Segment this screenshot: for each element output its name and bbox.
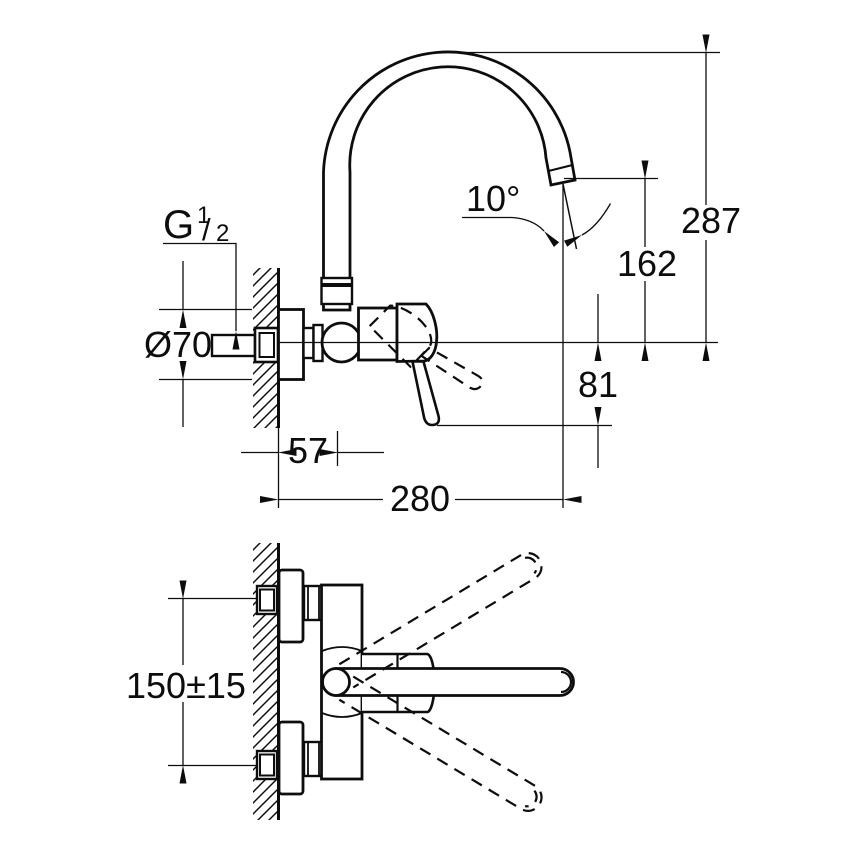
spout-end-inner-arc	[560, 670, 573, 694]
escutcheon-bottom	[277, 720, 305, 796]
label-thread-denominator: 2	[216, 220, 229, 247]
dimension-outlet-angle	[462, 183, 612, 250]
dimension-total-height-287	[455, 34, 720, 361]
dimension-reach-280	[260, 184, 582, 508]
inlet-pipe-stub	[210, 333, 257, 358]
label-287: 287	[681, 200, 741, 241]
label-thread-slash: /	[202, 212, 211, 247]
dimension-wall-offset-57	[241, 428, 384, 508]
lever-stick	[410, 360, 441, 427]
upper-side-view	[210, 50, 718, 428]
label-81: 81	[578, 364, 618, 405]
label-57: 57	[288, 430, 328, 471]
label-150-15: 150±15	[126, 665, 246, 706]
wall-hex-top	[255, 584, 279, 616]
riser-collar	[320, 276, 354, 306]
escutcheon-side	[277, 308, 305, 381]
spout-pivot	[321, 667, 351, 697]
label-thread-g: G	[163, 203, 194, 247]
wall-hex-bottom-inner	[259, 753, 275, 777]
label-280: 280	[390, 478, 450, 519]
dimension-escutcheon-diameter	[159, 261, 252, 427]
dimension-thread-g12	[163, 242, 240, 350]
escutcheon-top	[277, 568, 305, 644]
dimension-lever-drop-81	[437, 294, 612, 468]
label-10deg: 10°	[466, 178, 520, 219]
body-cylinder-lines	[321, 646, 363, 718]
lever-cap	[395, 302, 439, 363]
dimension-outlet-height-162	[564, 160, 658, 361]
label-diameter-70: Ø70	[144, 324, 212, 365]
wall-union-hex-inner	[258, 332, 275, 358]
dimensions	[159, 34, 720, 784]
label-162: 162	[617, 243, 677, 284]
wall-hex-top-inner	[259, 588, 275, 612]
spout-top-view	[334, 667, 575, 697]
dimension-labels: G 1 / 2 Ø70 57 280 10° 287 162 81 150±15	[126, 178, 741, 706]
spout-swivel-up	[338, 552, 543, 689]
spout-swivel-down	[338, 675, 543, 812]
lower-top-view	[253, 543, 575, 820]
label-thread-numerator: 1	[197, 202, 210, 229]
lever-phantom-open	[368, 304, 484, 391]
union-nut-top-flats	[307, 586, 320, 620]
spout-arc	[322, 50, 577, 312]
dimension-connection-spacing-150	[168, 580, 257, 784]
spout-tip-seam	[548, 164, 573, 172]
union-nut-bottom-flats	[307, 742, 320, 776]
